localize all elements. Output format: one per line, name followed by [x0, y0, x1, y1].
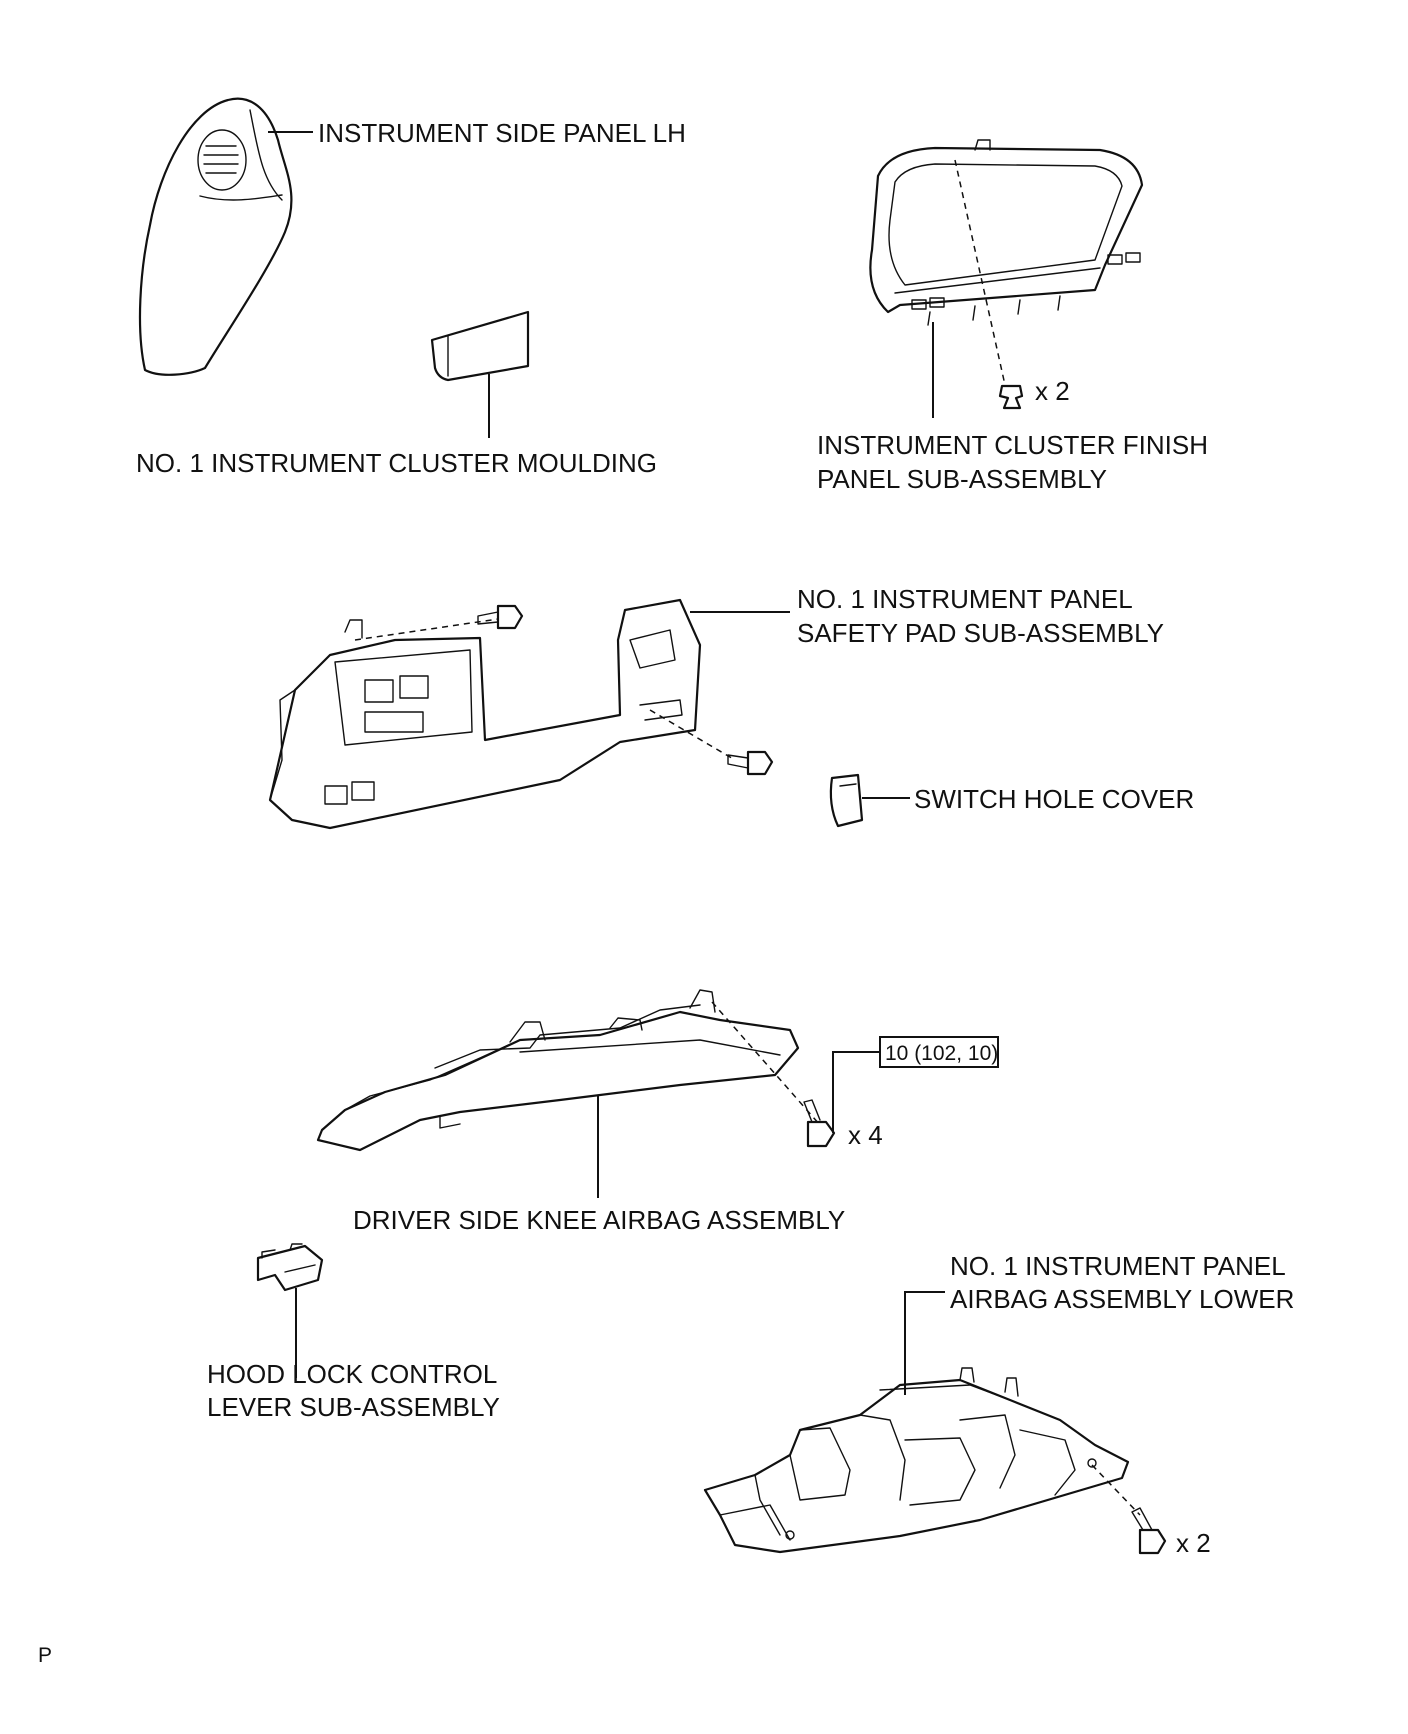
side-panel-label: INSTRUMENT SIDE PANEL LH [318, 118, 686, 148]
knee-airbag-bolt-guide [711, 1001, 821, 1126]
knee-bolt-quantity: x 4 [848, 1120, 883, 1150]
torque-spec-value: 10 (102, 10) [885, 1042, 998, 1065]
safety-pad-bolt-guide-lower [649, 709, 736, 761]
cluster-finish-label-line2: PANEL SUB-ASSEMBLY [817, 464, 1107, 494]
knee-airbag-label: DRIVER SIDE KNEE AIRBAG ASSEMBLY [353, 1205, 845, 1235]
lower-airbag-label-line2: AIRBAG ASSEMBLY LOWER [950, 1284, 1294, 1314]
cluster-moulding-label: NO. 1 INSTRUMENT CLUSTER MOULDING [136, 448, 657, 478]
switch-hole-cover-label: SWITCH HOLE COVER [914, 784, 1194, 814]
instrument-panel-airbag-lower [703, 1367, 1130, 1554]
switch-hole-cover [829, 773, 864, 828]
clip-icon [998, 384, 1024, 410]
instrument-cluster-finish-panel [869, 139, 1144, 326]
lower-airbag-label-line1: NO. 1 INSTRUMENT PANEL [950, 1251, 1286, 1281]
instrument-cluster-moulding [430, 310, 530, 382]
driver-side-knee-airbag [316, 989, 800, 1152]
safety-pad-bolt-guide-upper [354, 617, 506, 641]
torque-leader [832, 1051, 880, 1133]
hood-lever-label-line1: HOOD LOCK CONTROL [207, 1359, 497, 1389]
instrument-panel-safety-pad [268, 598, 702, 830]
hood-lever-label-line2: LEVER SUB-ASSEMBLY [207, 1392, 500, 1422]
bolt-icon [1131, 1507, 1167, 1555]
lower-bolt-quantity: x 2 [1176, 1528, 1211, 1558]
clip-quantity: x 2 [1035, 376, 1070, 406]
lower-airbag-leader [904, 1291, 945, 1395]
page-marker: P [38, 1644, 52, 1667]
bolt-icon [727, 750, 774, 776]
cluster-finish-label-line1: INSTRUMENT CLUSTER FINISH [817, 430, 1208, 460]
hood-lock-control-lever [256, 1243, 324, 1292]
safety-pad-label-line1: NO. 1 INSTRUMENT PANEL [797, 584, 1133, 614]
lower-airbag-bolt-guide [1091, 1464, 1141, 1516]
torque-spec-box [879, 1036, 999, 1068]
bolt-icon [803, 1099, 836, 1148]
instrument-side-panel-lh [138, 97, 293, 376]
bolt-icon [477, 604, 524, 630]
cluster-clip-guide [954, 159, 1006, 386]
safety-pad-label-line2: SAFETY PAD SUB-ASSEMBLY [797, 618, 1164, 648]
